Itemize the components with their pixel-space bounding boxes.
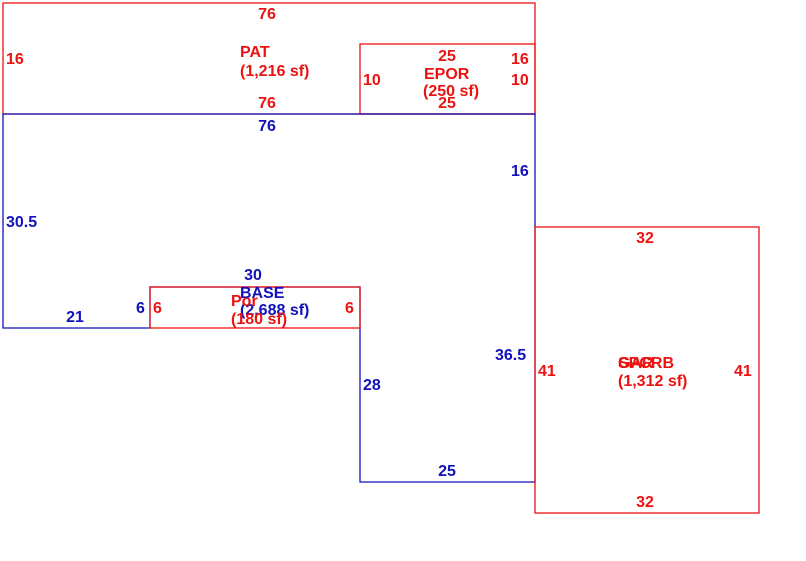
gar-left-dim: 41 — [538, 363, 556, 380]
epor-bottom-dim: 25 — [438, 95, 456, 112]
epor-right-dim: 10 — [511, 72, 529, 89]
gar-right-dim: 41 — [734, 363, 752, 380]
gar-label: GAR — [618, 355, 654, 372]
epor-label: EPOR — [424, 66, 470, 83]
pat-left-dim: 16 — [6, 51, 24, 68]
por-right-dim: 6 — [345, 300, 354, 317]
base-label: BASE — [240, 285, 285, 302]
base-area: (2,688 sf) — [240, 302, 309, 319]
por-label: Por — [231, 293, 258, 310]
pat-bottom-dim: 76 — [258, 95, 276, 112]
gar-bottom-dim: 32 — [636, 494, 654, 511]
pat-area: (1,216 sf) — [240, 63, 309, 80]
base-notch-top-dim: 30 — [244, 267, 262, 284]
epor-right-top-dim: 16 — [511, 51, 529, 68]
por-left-dim: 6 — [153, 300, 162, 317]
base-right-lower-dim: 36.5 — [495, 347, 526, 364]
base-notch-left-dim: 6 — [136, 300, 145, 317]
base-inner-left-dim: 28 — [363, 377, 381, 394]
base-bottom-dim: 25 — [438, 463, 456, 480]
pat-label: PAT — [240, 44, 270, 61]
gar-outline — [534, 226, 760, 514]
epor-area: (250 sf) — [423, 83, 479, 100]
base-right-upper-dim: 16 — [511, 163, 529, 180]
gar-top-dim: 32 — [636, 230, 654, 247]
epor-left-dim: 10 — [363, 72, 381, 89]
base-bottom-left-dim: 21 — [66, 309, 84, 326]
sp-label: SPCRB — [618, 355, 674, 372]
pat-top-dim: 76 — [258, 6, 276, 23]
base-top-dim: 76 — [258, 118, 276, 135]
base-left-dim: 30.5 — [6, 214, 37, 231]
por-outline — [149, 286, 361, 329]
epor-top-dim: 25 — [438, 48, 456, 65]
por-area: (180 sf) — [231, 311, 287, 328]
gar-area: (1,312 sf) — [618, 373, 687, 390]
